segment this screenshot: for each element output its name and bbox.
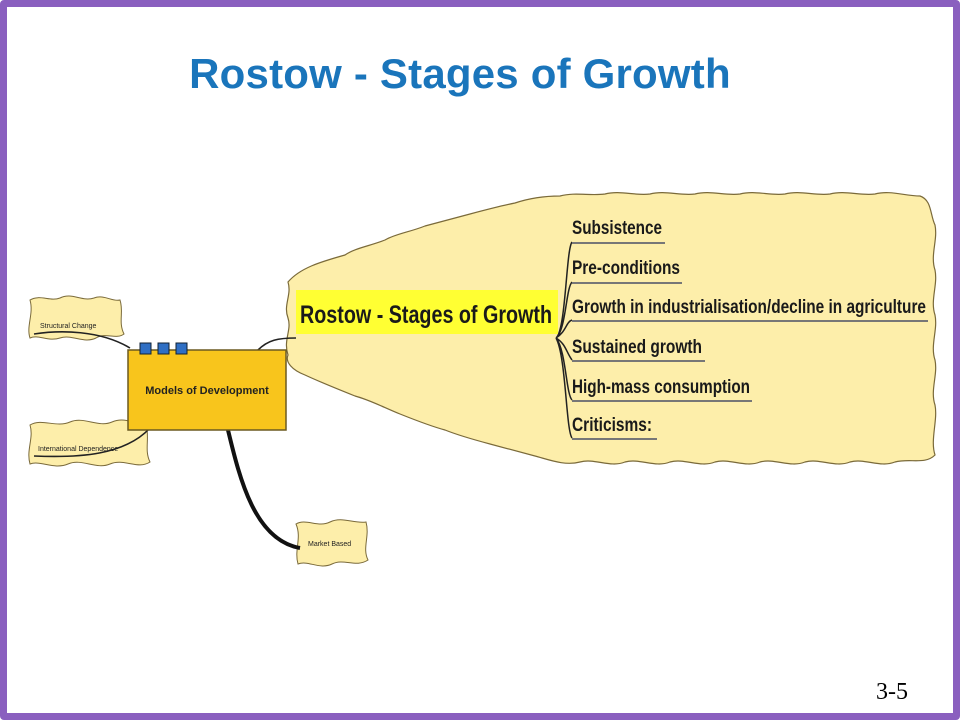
stage-criticisms: Criticisms: (572, 415, 652, 436)
side-node-structural: Structural Change (40, 323, 97, 330)
market-based-callout (295, 519, 369, 567)
stage-sustained-growth: Sustained growth (572, 337, 702, 358)
connector-structural (33, 331, 131, 349)
side-node-market: Market Based (308, 541, 351, 548)
connector-market (226, 429, 301, 550)
stage-subsistence: Subsistence (572, 218, 662, 239)
node-handle-1 (139, 342, 152, 355)
page-number: 3-5 (876, 679, 908, 705)
stage-growth-industrialisation: Growth in industrialisation/decline in a… (572, 297, 926, 318)
stage-branches (555, 241, 573, 439)
connector-rostow (257, 337, 297, 351)
slide-title: Rostow - Stages of Growth (189, 50, 731, 97)
central-node-label: Models of Development (145, 385, 269, 397)
node-handle-3 (175, 342, 188, 355)
stage-pre-conditions: Pre-conditions (572, 258, 680, 279)
focus-node-label: Rostow - Stages of Growth (300, 301, 552, 329)
structural-change-callout (28, 295, 125, 341)
rostow-callout-shape (285, 191, 937, 465)
side-node-international: International Dependence (38, 446, 118, 453)
stage-high-mass-consumption: High-mass consumption (572, 377, 750, 398)
international-dependence-callout (28, 419, 151, 467)
central-node-box (127, 349, 287, 431)
stage-underlines (572, 242, 928, 440)
focus-node-highlight (296, 290, 558, 334)
connector-international (33, 427, 151, 458)
node-handle-2 (157, 342, 170, 355)
